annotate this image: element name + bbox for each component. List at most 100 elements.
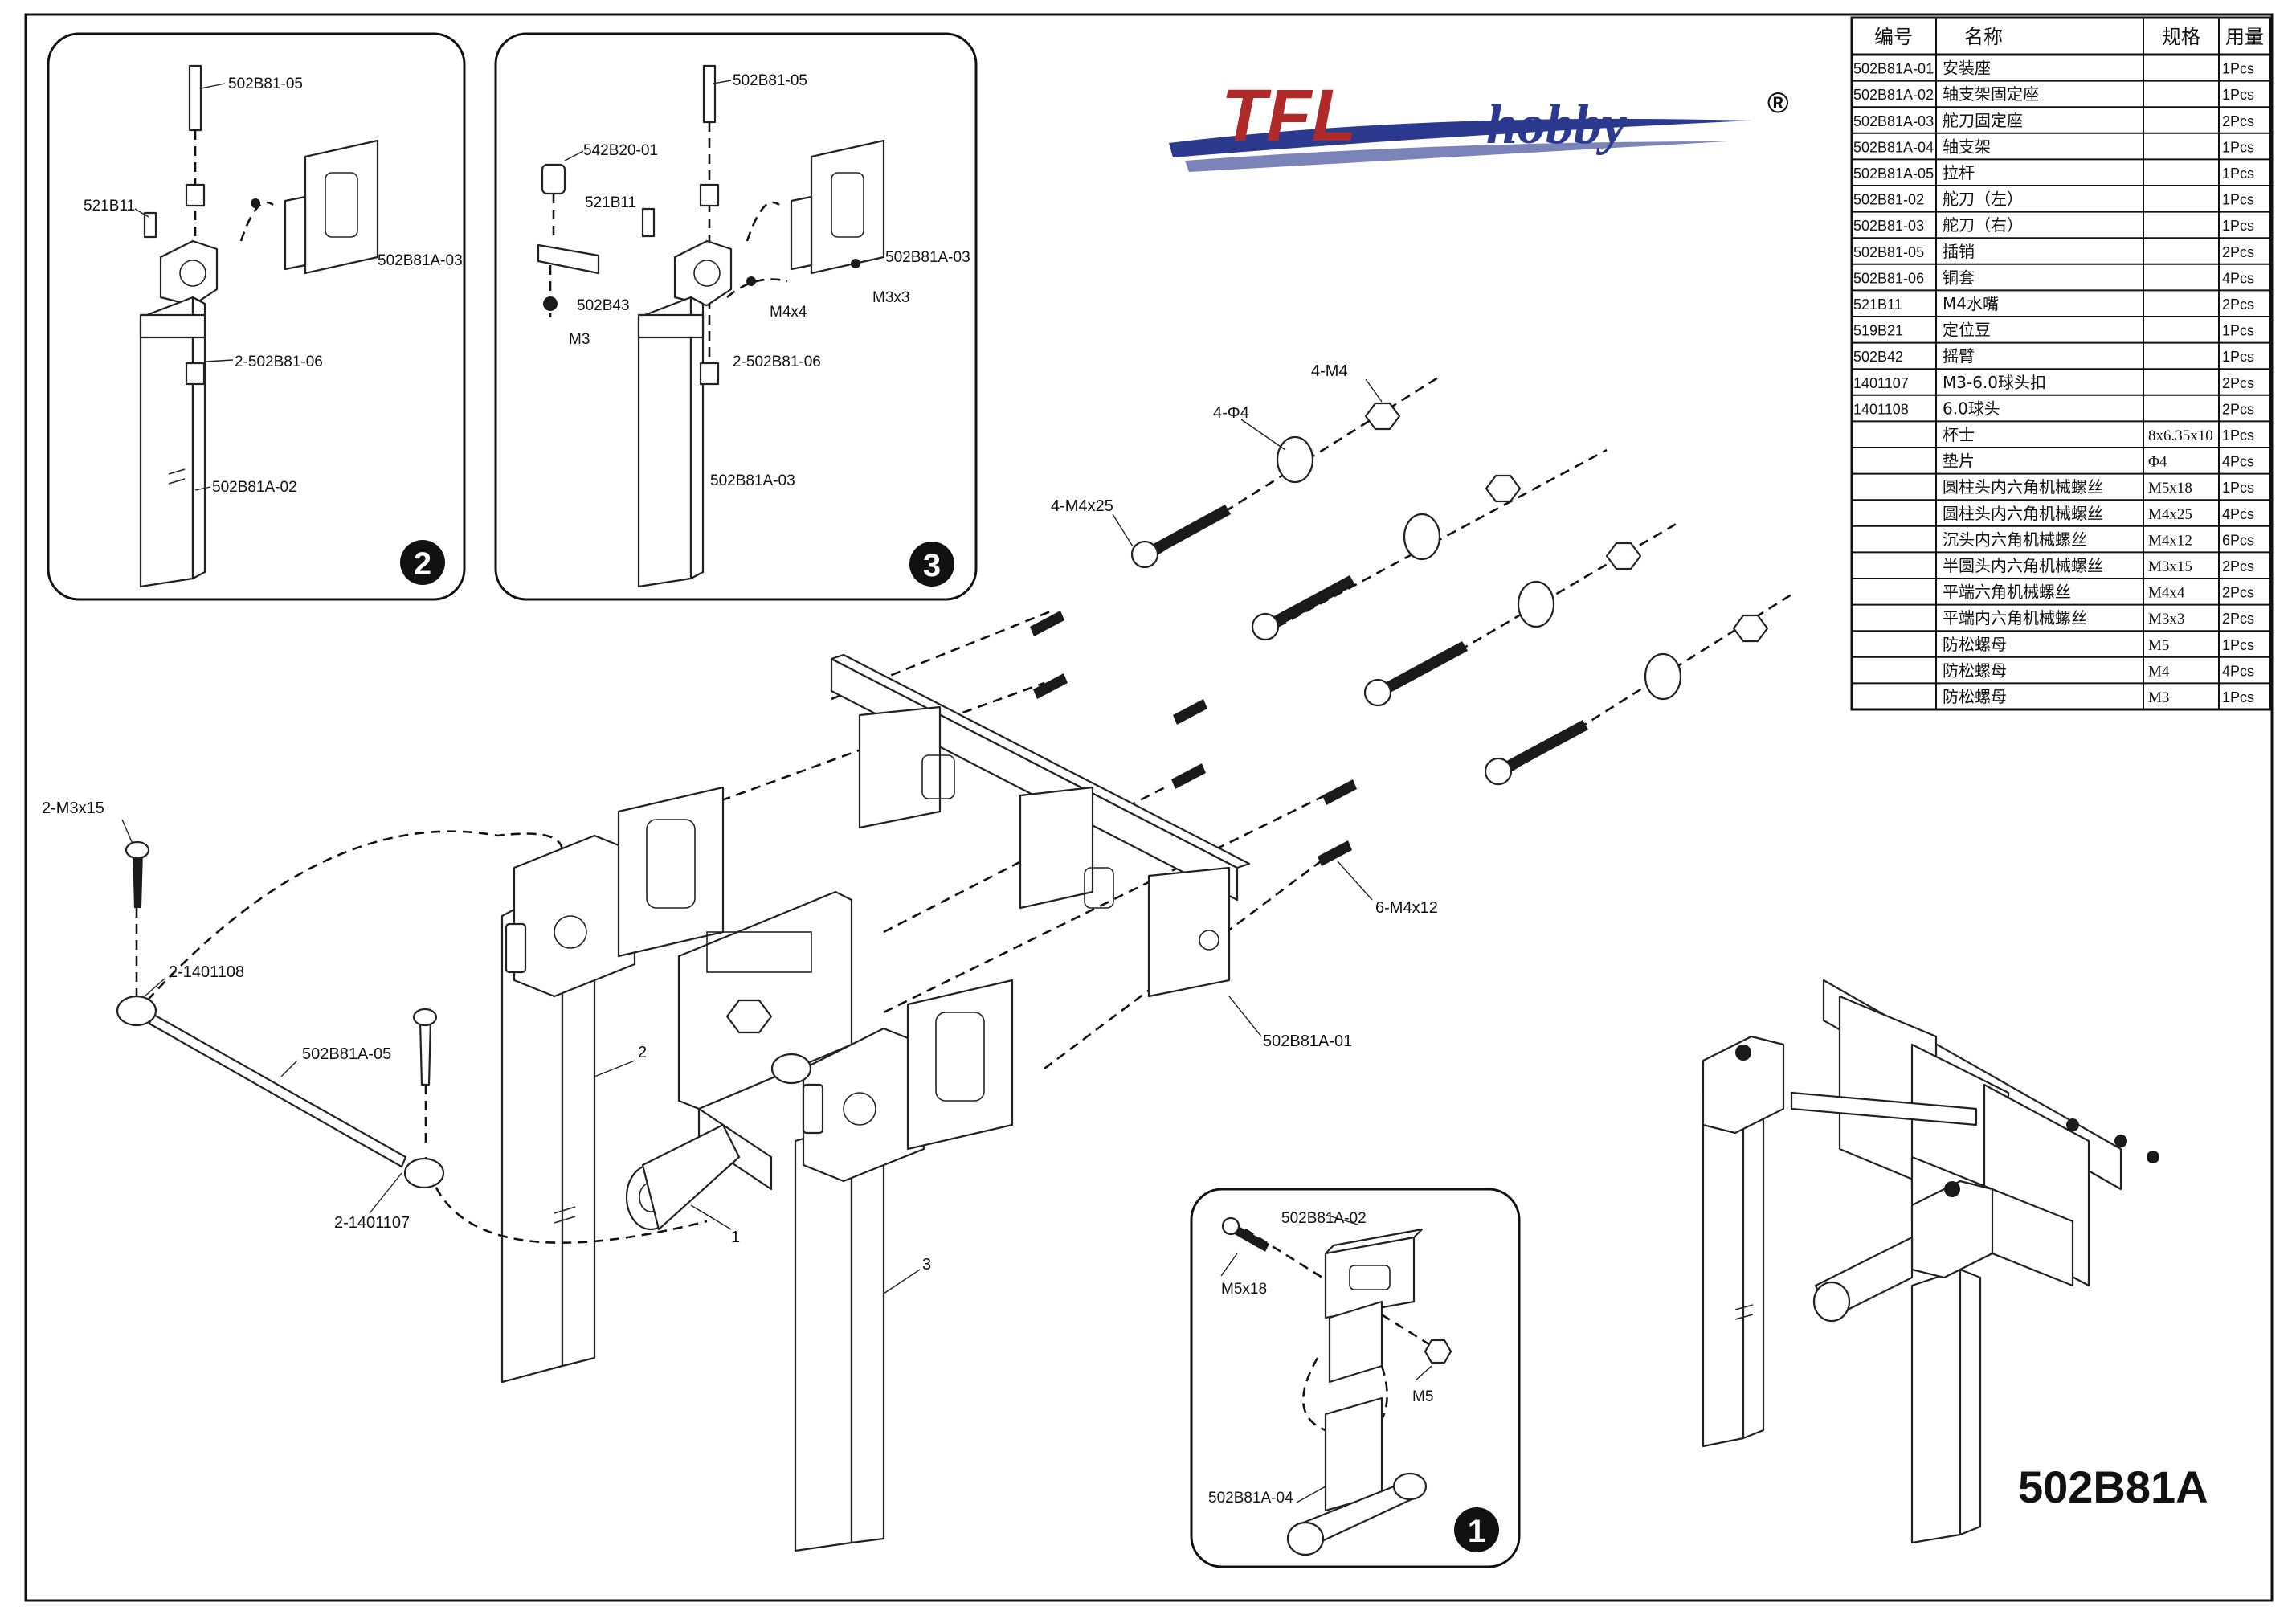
- d3-label-mount-top: 502B81A-03: [885, 249, 970, 266]
- table-cell-spec: M5: [2148, 637, 2169, 654]
- detail-panel-1: 502B81A-02 M5x18 M5 502B81A-04 1: [1190, 1188, 1521, 1568]
- table-cell-code: 502B81A-03: [1853, 113, 1934, 129]
- table-cell-name: 插销: [1943, 242, 1975, 261]
- table-cell-name: 舵刀固定座: [1943, 111, 2023, 130]
- table-cell-spec: 8x6.35x10: [2148, 427, 2213, 444]
- callout-3: 3: [922, 1256, 931, 1274]
- table-cell-qty: 1Pcs: [2222, 87, 2254, 103]
- table-cell-name: 轴支架: [1943, 137, 1991, 156]
- table-cell-spec: Φ4: [2148, 454, 2167, 471]
- mount-502b81a-01: [830, 653, 1251, 998]
- table-cell-code: 521B11: [1853, 296, 1902, 313]
- table-cell-name: 轴支架固定座: [1943, 84, 2039, 104]
- table-cell-name: 拉杆: [1943, 163, 1975, 182]
- badge-3-icon: [909, 542, 954, 587]
- d2-label-blade: 502B81A-02: [212, 479, 297, 496]
- table-cell-qty: 2Pcs: [2222, 558, 2254, 574]
- table-cell-name: 平端六角机械螺丝: [1943, 583, 2071, 602]
- table-cell-qty: 2Pcs: [2222, 585, 2254, 601]
- assembled-view: 502B81A: [1702, 979, 2208, 1544]
- table-cell-name: 防松螺母: [1943, 660, 2007, 680]
- table-cell-qty: 1Pcs: [2222, 218, 2254, 234]
- table-cell-name: 半圆头内六角机械螺丝: [1943, 556, 2103, 575]
- table-cell-spec: M3x3: [2148, 611, 2184, 628]
- main-exploded-view: 4-M4 4-Φ4 4-M4x25 6-M4x12 502B81A-01 2-M…: [42, 362, 1792, 1552]
- label-ball-head: 2-1401108: [169, 963, 244, 981]
- d3-label-m3x3: M3x3: [872, 289, 909, 306]
- table-cell-qty: 1Pcs: [2222, 166, 2254, 182]
- table-cell-name: 防松螺母: [1943, 635, 2007, 654]
- table-cell-name: 杯士: [1943, 425, 1975, 444]
- table-cell-qty: 6Pcs: [2222, 532, 2254, 548]
- table-cell-spec: M4x12: [2148, 532, 2192, 549]
- table-cell-name: 沉头内六角机械螺丝: [1943, 529, 2087, 549]
- rudder-2: [500, 786, 725, 1384]
- table-cell-name: 防松螺母: [1943, 687, 2007, 706]
- table-cell-qty: 4Pcs: [2222, 506, 2254, 522]
- table-cell-qty: 2Pcs: [2222, 375, 2254, 391]
- table-cell-qty: 4Pcs: [2222, 454, 2254, 470]
- table-cell-qty: 1Pcs: [2222, 689, 2254, 705]
- table-cell-name: 铜套: [1943, 268, 1975, 287]
- table-cell-qty: 4Pcs: [2222, 663, 2254, 679]
- table-cell-code: 502B81-05: [1853, 244, 1924, 260]
- table-cell-code: 502B81-02: [1853, 192, 1924, 208]
- logo-tfl: TFL: [1221, 75, 1357, 157]
- table-cell-name: 平端内六角机械螺丝: [1943, 608, 2087, 628]
- tie-rod: [116, 830, 708, 1244]
- table-cell-spec: M3: [2148, 689, 2169, 706]
- d3-label-nozzle: 521B11: [585, 194, 636, 211]
- table-cell-qty: 1Pcs: [2222, 349, 2254, 365]
- table-cell-spec: M4x25: [2148, 506, 2192, 523]
- detail-panel-3: 502B81-05 542B20-01 521B11 502B81A-03 M3…: [494, 32, 978, 601]
- model-code: 502B81A: [2018, 1462, 2208, 1512]
- table-cell-code: 502B81-03: [1853, 218, 1924, 234]
- label-bolt: 4-M4x25: [1051, 497, 1113, 515]
- table-cell-qty: 2Pcs: [2222, 611, 2254, 627]
- brand-logo: TFL hobby ®: [1169, 75, 1789, 172]
- logo-swoosh2-icon: [1185, 141, 1727, 172]
- table-cell-name: 安装座: [1943, 59, 1991, 78]
- logo-swoosh-icon: [1169, 118, 1751, 157]
- logo-hobby: hobby: [1486, 94, 1628, 156]
- table-cell-name: 舵刀（左）: [1943, 190, 2023, 209]
- table-cell-spec: M5x18: [2148, 480, 2192, 497]
- table-header-cell: 编号: [1874, 26, 1913, 48]
- d1-label-support: 502B81A-02: [1281, 1210, 1367, 1227]
- d1-label-m5: M5: [1412, 1388, 1433, 1405]
- table-cell-name: 定位豆: [1943, 321, 1991, 340]
- table-cell-code: 502B81-06: [1853, 270, 1924, 286]
- label-screw-m3: 2-M3x15: [42, 799, 104, 817]
- d2-label-pin: 502B81-05: [228, 76, 303, 92]
- d3-label-pin: 502B81-05: [733, 72, 807, 89]
- table-cell-name: 垫片: [1943, 452, 1975, 471]
- table-header-cell: 用量: [2225, 26, 2264, 48]
- label-washer: 4-Φ4: [1213, 404, 1249, 422]
- table-cell-name: 圆柱头内六角机械螺丝: [1943, 477, 2103, 497]
- d3-badge: 3: [923, 548, 941, 583]
- table-cell-qty: 1Pcs: [2222, 427, 2254, 444]
- d3-label-m4x4: M4x4: [770, 304, 807, 321]
- table-header-cell: 名称: [1964, 26, 2003, 48]
- table-cell-qty: 2Pcs: [2222, 244, 2254, 260]
- table-cell-qty: 1Pcs: [2222, 323, 2254, 339]
- table-cell-qty: 2Pcs: [2222, 401, 2254, 417]
- table-cell-name: 6.0球头: [1943, 399, 2000, 418]
- table-cell-code: 502B81A-02: [1853, 87, 1934, 103]
- d3-label-542b20: 542B20-01: [583, 142, 658, 159]
- table-cell-qty: 2Pcs: [2222, 296, 2254, 313]
- d3-label-arm: 502B43: [577, 297, 630, 314]
- table-cell-qty: 4Pcs: [2222, 270, 2254, 286]
- d1-label-m5x18: M5x18: [1221, 1281, 1267, 1298]
- callout-1: 1: [731, 1229, 740, 1246]
- table-cell-name: 圆柱头内六角机械螺丝: [1943, 504, 2103, 523]
- d3-label-m3: M3: [569, 331, 590, 348]
- rudder-3: [770, 979, 1014, 1552]
- d1-label-shaft: 502B81A-04: [1208, 1490, 1293, 1507]
- d2-label-nozzle: 521B11: [84, 198, 135, 215]
- table-cell-name: M3-6.0球头扣: [1943, 373, 2046, 392]
- table-cell-code: 1401108: [1853, 401, 1909, 417]
- d2-label-mount: 502B81A-03: [378, 252, 463, 269]
